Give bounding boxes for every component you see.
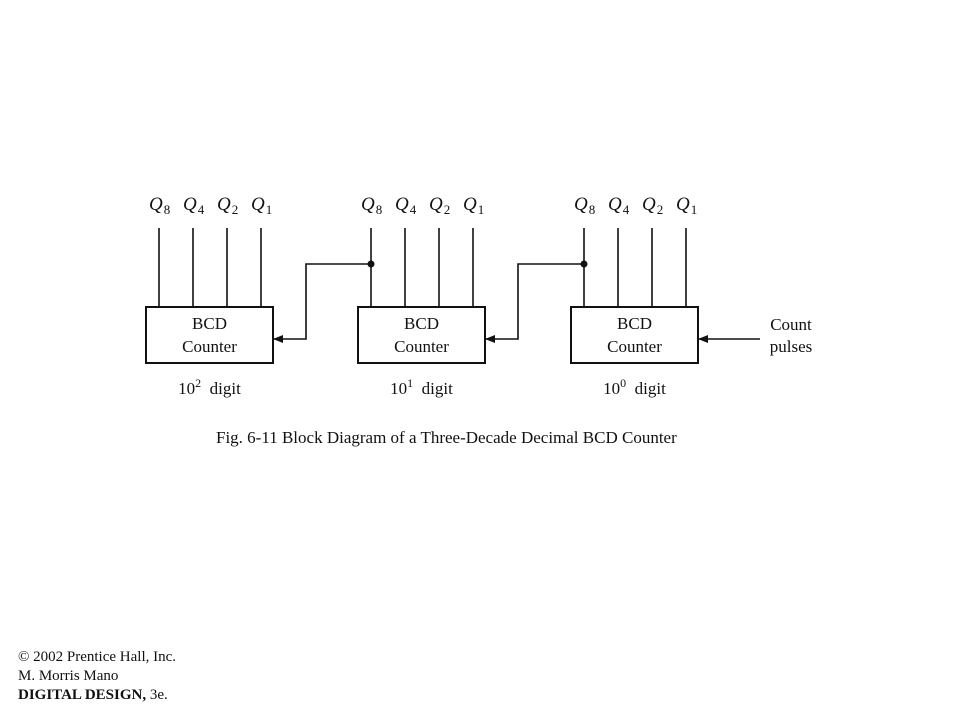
output-letter: Q bbox=[642, 194, 656, 215]
digit-space bbox=[626, 379, 635, 398]
output-label: Q1 bbox=[251, 194, 272, 217]
output-letter: Q bbox=[251, 194, 265, 215]
digit-word: digit bbox=[635, 379, 666, 398]
counter-label-line2: Counter bbox=[607, 337, 662, 356]
book-edition: 3e. bbox=[146, 687, 168, 703]
count-pulses-label-line1: Count bbox=[770, 315, 812, 334]
output-letter: Q bbox=[608, 194, 622, 215]
output-label: Q8 bbox=[149, 194, 170, 217]
output-letter: Q bbox=[183, 194, 197, 215]
digit-base: 10 bbox=[390, 379, 407, 398]
carry-wire bbox=[485, 263, 584, 343]
counter-label-line2: Counter bbox=[394, 337, 449, 356]
output-letter: Q bbox=[149, 194, 163, 215]
output-letter: Q bbox=[676, 194, 690, 215]
output-label: Q2 bbox=[217, 194, 238, 217]
output-letter: Q bbox=[395, 194, 409, 215]
digit-exponent: 0 bbox=[620, 376, 626, 390]
output-label: Q4 bbox=[183, 194, 205, 217]
output-letter: Q bbox=[574, 194, 588, 215]
digit-base: 10 bbox=[178, 379, 195, 398]
copyright-line: © 2002 Prentice Hall, Inc. bbox=[18, 649, 177, 665]
output-subscript: 4 bbox=[410, 202, 417, 217]
output-subscript: 1 bbox=[478, 202, 485, 217]
output-letter: Q bbox=[217, 194, 231, 215]
output-label: Q4 bbox=[608, 194, 630, 217]
output-subscript: 1 bbox=[266, 202, 273, 217]
digit-label: 102 digit bbox=[178, 376, 241, 398]
book-title-line: DIGITAL DESIGN, 3e. bbox=[18, 686, 176, 705]
digit-label: 101 digit bbox=[390, 376, 453, 398]
credits: © 2002 Prentice Hall, Inc. M. Morris Man… bbox=[18, 648, 176, 705]
digit-space bbox=[413, 379, 422, 398]
figure-caption: Fig. 6-11 Block Diagram of a Three-Decad… bbox=[216, 428, 677, 447]
output-subscript: 2 bbox=[232, 202, 239, 217]
output-subscript: 8 bbox=[589, 202, 596, 217]
counter-label-line1: BCD bbox=[192, 314, 227, 333]
output-label: Q1 bbox=[463, 194, 484, 217]
counter-label-line1: BCD bbox=[617, 314, 652, 333]
counter-label-line1: BCD bbox=[404, 314, 439, 333]
counter-label-line2: Counter bbox=[182, 337, 237, 356]
count-pulses-label-line2: pulses bbox=[770, 337, 813, 356]
output-subscript: 2 bbox=[657, 202, 664, 217]
output-letter: Q bbox=[463, 194, 477, 215]
output-subscript: 8 bbox=[164, 202, 171, 217]
junction-dot bbox=[367, 260, 375, 268]
output-label: Q8 bbox=[361, 194, 382, 217]
output-letter: Q bbox=[361, 194, 375, 215]
output-letter: Q bbox=[429, 194, 443, 215]
bcd-counter-box bbox=[145, 306, 274, 364]
carry-wire bbox=[273, 263, 371, 343]
bcd-counter-box bbox=[570, 306, 699, 364]
output-label: Q1 bbox=[676, 194, 697, 217]
digit-exponent: 1 bbox=[407, 376, 413, 390]
output-subscript: 4 bbox=[198, 202, 205, 217]
output-subscript: 8 bbox=[376, 202, 383, 217]
author-line: M. Morris Mano bbox=[18, 668, 119, 684]
junction-dot bbox=[580, 260, 588, 268]
digit-word: digit bbox=[210, 379, 241, 398]
digit-space bbox=[201, 379, 210, 398]
digit-exponent: 2 bbox=[195, 376, 201, 390]
output-subscript: 1 bbox=[691, 202, 698, 217]
output-subscript: 4 bbox=[623, 202, 630, 217]
output-label: Q2 bbox=[429, 194, 450, 217]
digit-base: 10 bbox=[603, 379, 620, 398]
digit-label: 100 digit bbox=[603, 376, 666, 398]
bcd-counter-box bbox=[357, 306, 486, 364]
output-label: Q2 bbox=[642, 194, 663, 217]
digit-word: digit bbox=[422, 379, 453, 398]
output-label: Q4 bbox=[395, 194, 417, 217]
output-label: Q8 bbox=[574, 194, 595, 217]
book-title: DIGITAL DESIGN, bbox=[18, 687, 147, 703]
output-subscript: 2 bbox=[444, 202, 451, 217]
